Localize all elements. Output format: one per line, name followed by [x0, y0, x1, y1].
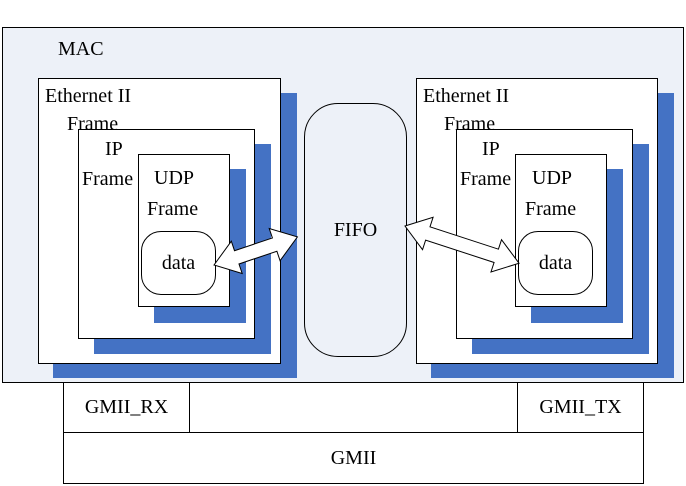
gmii-tx-box: GMII_TX [517, 382, 644, 433]
right-ethernet-label: Ethernet II [423, 85, 510, 107]
left-double-arrow [213, 227, 299, 275]
left-udp-label-2: Frame [147, 198, 199, 220]
left-data-label: data [161, 251, 196, 274]
right-data-box: data [518, 231, 593, 295]
right-data-label: data [538, 251, 573, 274]
left-ethernet-label: Ethernet II [45, 85, 132, 107]
gmii-label: GMII [330, 446, 377, 469]
gmii-middle-box [189, 382, 518, 433]
left-ip-label-2: Frame [82, 168, 134, 190]
right-udp-label: UDP [532, 167, 573, 189]
right-udp-label-2: Frame [525, 198, 577, 220]
gmii-bus-box: GMII [63, 432, 644, 484]
gmii-tx-label: GMII_TX [539, 396, 622, 418]
right-ip-label-2: Frame [460, 168, 512, 190]
fifo-label: FIFO [333, 218, 378, 241]
left-ip-label: IP [105, 138, 123, 160]
right-ip-label: IP [482, 138, 500, 160]
left-udp-label: UDP [154, 167, 195, 189]
mac-label: MAC [58, 38, 104, 60]
gmii-rx-box: GMII_RX [63, 382, 190, 433]
gmii-rx-label: GMII_RX [84, 396, 169, 418]
right-double-arrow [404, 216, 520, 273]
left-data-box: data [141, 231, 216, 295]
fifo-block: FIFO [304, 103, 407, 357]
